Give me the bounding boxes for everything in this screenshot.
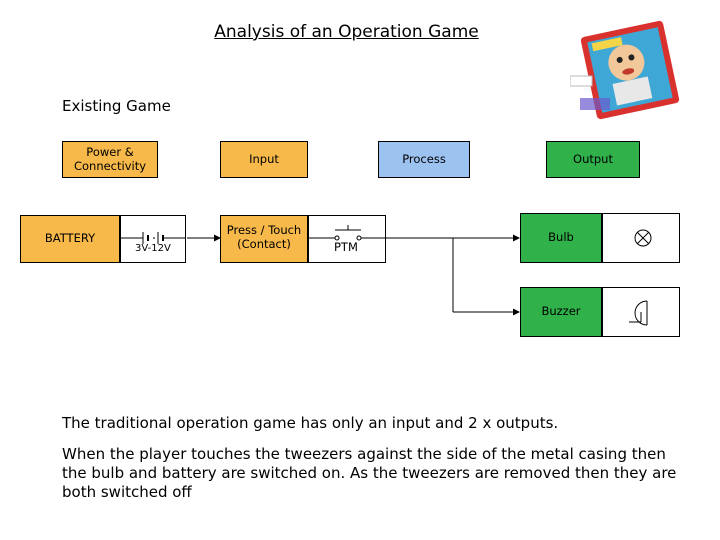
- description-paragraph-1: The traditional operation game has only …: [62, 414, 559, 432]
- header-output: Output: [546, 141, 640, 178]
- input-block: Press / Touch (Contact): [220, 215, 308, 263]
- buzzer-symbol-icon: [629, 300, 648, 326]
- header-input-label: Input: [249, 151, 279, 166]
- battery-block: BATTERY: [20, 215, 120, 263]
- battery-symbol-icon: [121, 232, 185, 244]
- header-input: Input: [220, 141, 308, 178]
- switch-block: PTM: [308, 215, 386, 263]
- battery-voltage-label: 3V-12V: [135, 243, 171, 254]
- switch-label: PTM: [334, 240, 358, 254]
- buzzer-block: Buzzer: [520, 287, 602, 337]
- header-power-connectivity: Power & Connectivity: [62, 141, 158, 178]
- operation-game-box-image: [569, 16, 690, 128]
- page-title: Analysis of an Operation Game: [214, 22, 479, 42]
- description-paragraph-2: When the player touches the tweezers aga…: [62, 445, 677, 501]
- lamp-symbol-icon: [631, 229, 679, 262]
- section-subtitle: Existing Game: [62, 97, 171, 115]
- input-label: Press / Touch (Contact): [226, 223, 302, 251]
- header-power-label: Power & Connectivity: [73, 144, 147, 173]
- battery-symbol-block: 3V-12V: [120, 215, 186, 263]
- bulb-block: Bulb: [520, 213, 602, 263]
- buzzer-symbol-block: [602, 287, 680, 337]
- header-process: Process: [378, 141, 470, 178]
- bulb-symbol-block: [602, 213, 680, 263]
- header-output-label: Output: [573, 151, 613, 166]
- buzzer-label: Buzzer: [541, 304, 581, 319]
- push-switch-symbol-icon: [309, 225, 385, 241]
- header-process-label: Process: [402, 151, 446, 166]
- battery-label: BATTERY: [44, 231, 96, 246]
- bulb-label: Bulb: [548, 230, 574, 245]
